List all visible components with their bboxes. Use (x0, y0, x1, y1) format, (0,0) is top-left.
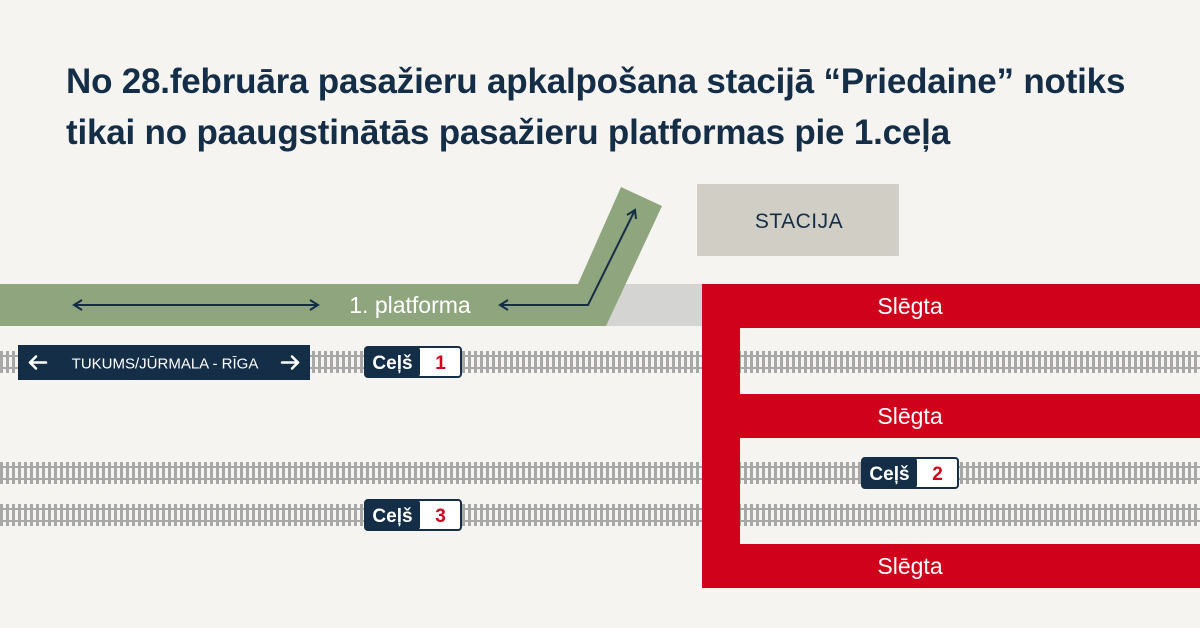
track-3 (0, 504, 1200, 526)
headline-line-2: tikai no paaugstinātās pasažieru platfor… (66, 113, 950, 152)
closed-label-1: Slēgta (877, 293, 942, 319)
platform-walk-arrow-ramp (498, 208, 637, 311)
track-1-number: 1 (435, 353, 446, 374)
closed-label-3: Slēgta (877, 553, 942, 579)
track-2-badge: Ceļš 2 (861, 457, 959, 489)
track-3-number: 3 (435, 506, 446, 527)
track-2 (0, 462, 1200, 484)
track-1-badge: Ceļš 1 (364, 346, 462, 378)
station-building (697, 184, 899, 256)
arrow-left-icon (28, 355, 48, 370)
direction-label: TUKUMS/JŪRMALA - RĪGA (72, 356, 259, 373)
direction-sign: TUKUMS/JŪRMALA - RĪGA (18, 345, 310, 380)
platform-walk-arrow-left (72, 299, 320, 311)
station-label: STACIJA (755, 210, 843, 233)
closed-area (702, 284, 1200, 588)
track-1-prefix: Ceļš (372, 353, 412, 374)
track-3-prefix: Ceļš (372, 506, 412, 527)
headline: No 28.februāra pasažieru apkalpošana sta… (66, 56, 1125, 158)
platform-label: 1. platforma (349, 292, 471, 318)
track-2-prefix: Ceļš (869, 464, 909, 485)
closed-label-2: Slēgta (877, 403, 942, 429)
track-3-badge: Ceļš 3 (364, 499, 462, 531)
track-2-number: 2 (932, 464, 943, 485)
headline-line-1: No 28.februāra pasažieru apkalpošana sta… (66, 62, 1126, 101)
platform-1 (0, 187, 662, 326)
arrow-right-icon (280, 355, 300, 370)
